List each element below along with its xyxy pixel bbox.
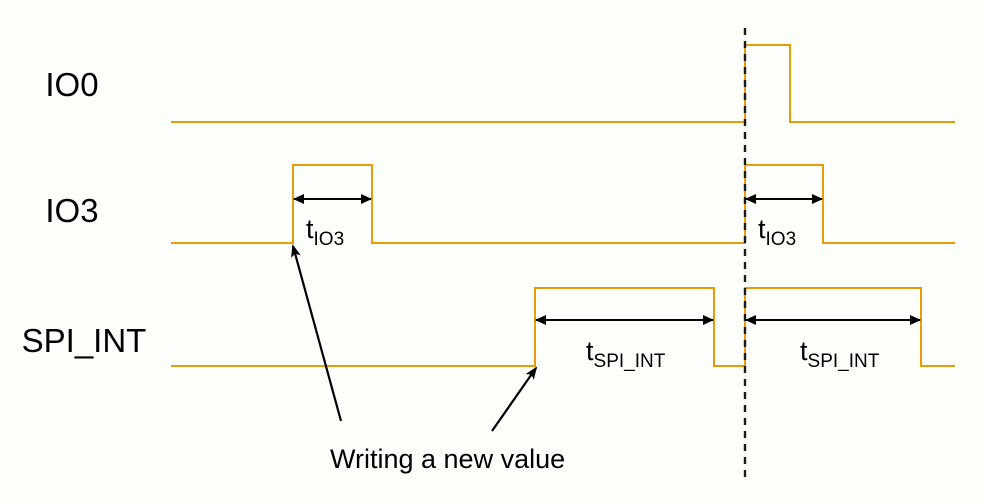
measure-label-base: t: [758, 214, 766, 244]
measure-label-t-spi-int-second: tSPI_INT: [800, 336, 880, 372]
measure-label-t-io3-first: tIO3: [306, 214, 344, 250]
measure-label-subscript: IO3: [766, 229, 797, 250]
pointer-to-spi-int-rise: [491, 366, 538, 432]
measure-label-subscript: SPI_INT: [808, 351, 880, 372]
callout-pointer-group: [291, 244, 538, 432]
measure-label-base: t: [800, 336, 808, 366]
waveform-io3: [171, 164, 955, 244]
measure-label-subscript: SPI_INT: [594, 351, 666, 372]
measure-label-t-spi-int-first: tSPI_INT: [586, 336, 666, 372]
waveform-io0: [171, 44, 955, 123]
measure-label-base: t: [306, 214, 314, 244]
waveform-spi-int: [171, 287, 955, 367]
signal-label-spi-int: SPI_INT: [22, 322, 147, 359]
signal-label-io3: IO3: [45, 192, 98, 229]
measure-label-subscript: IO3: [314, 229, 345, 250]
measure-label-t-io3-second: tIO3: [758, 214, 796, 250]
pointer-to-io3-rise: [291, 244, 343, 422]
signal-label-io0: IO0: [45, 66, 98, 103]
measure-label-base: t: [586, 336, 594, 366]
callout-label: Writing a new value: [330, 444, 565, 474]
